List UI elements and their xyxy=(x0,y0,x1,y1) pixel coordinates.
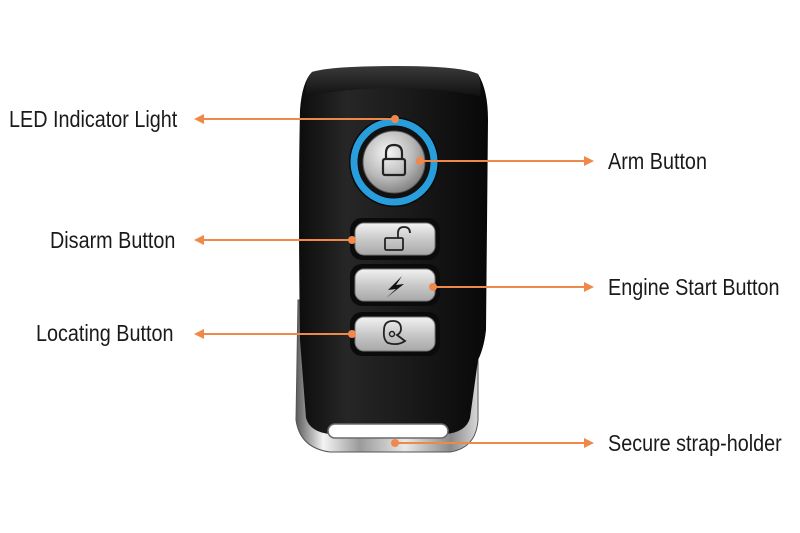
engine-start-button-label: Engine Start Button xyxy=(608,274,780,300)
strap-holder-label: Secure strap-holder xyxy=(608,430,782,456)
callouts xyxy=(194,114,594,448)
arm-button-label: Arm Button xyxy=(608,148,707,174)
lightning-bolt-icon xyxy=(386,276,404,298)
padlock-open-icon xyxy=(384,226,411,251)
arm-button[interactable] xyxy=(362,130,426,194)
callout-led xyxy=(194,114,399,124)
fob-top-cap xyxy=(305,66,481,96)
disarm-button[interactable] xyxy=(350,218,440,260)
strap-slot xyxy=(327,423,449,439)
callout-engine xyxy=(429,282,594,292)
led-indicator-label: LED Indicator Light xyxy=(9,106,178,132)
padlock-closed-icon xyxy=(381,143,407,177)
locating-button[interactable] xyxy=(350,312,440,356)
locating-button-label: Locating Button xyxy=(36,320,174,346)
callout-strap xyxy=(391,438,594,448)
disarm-button-label: Disarm Button xyxy=(50,227,176,253)
engine-start-button[interactable] xyxy=(350,264,440,306)
callout-locating xyxy=(194,329,356,339)
callout-disarm xyxy=(194,235,356,245)
speaker-icon xyxy=(382,320,407,346)
callout-arm xyxy=(416,156,594,166)
